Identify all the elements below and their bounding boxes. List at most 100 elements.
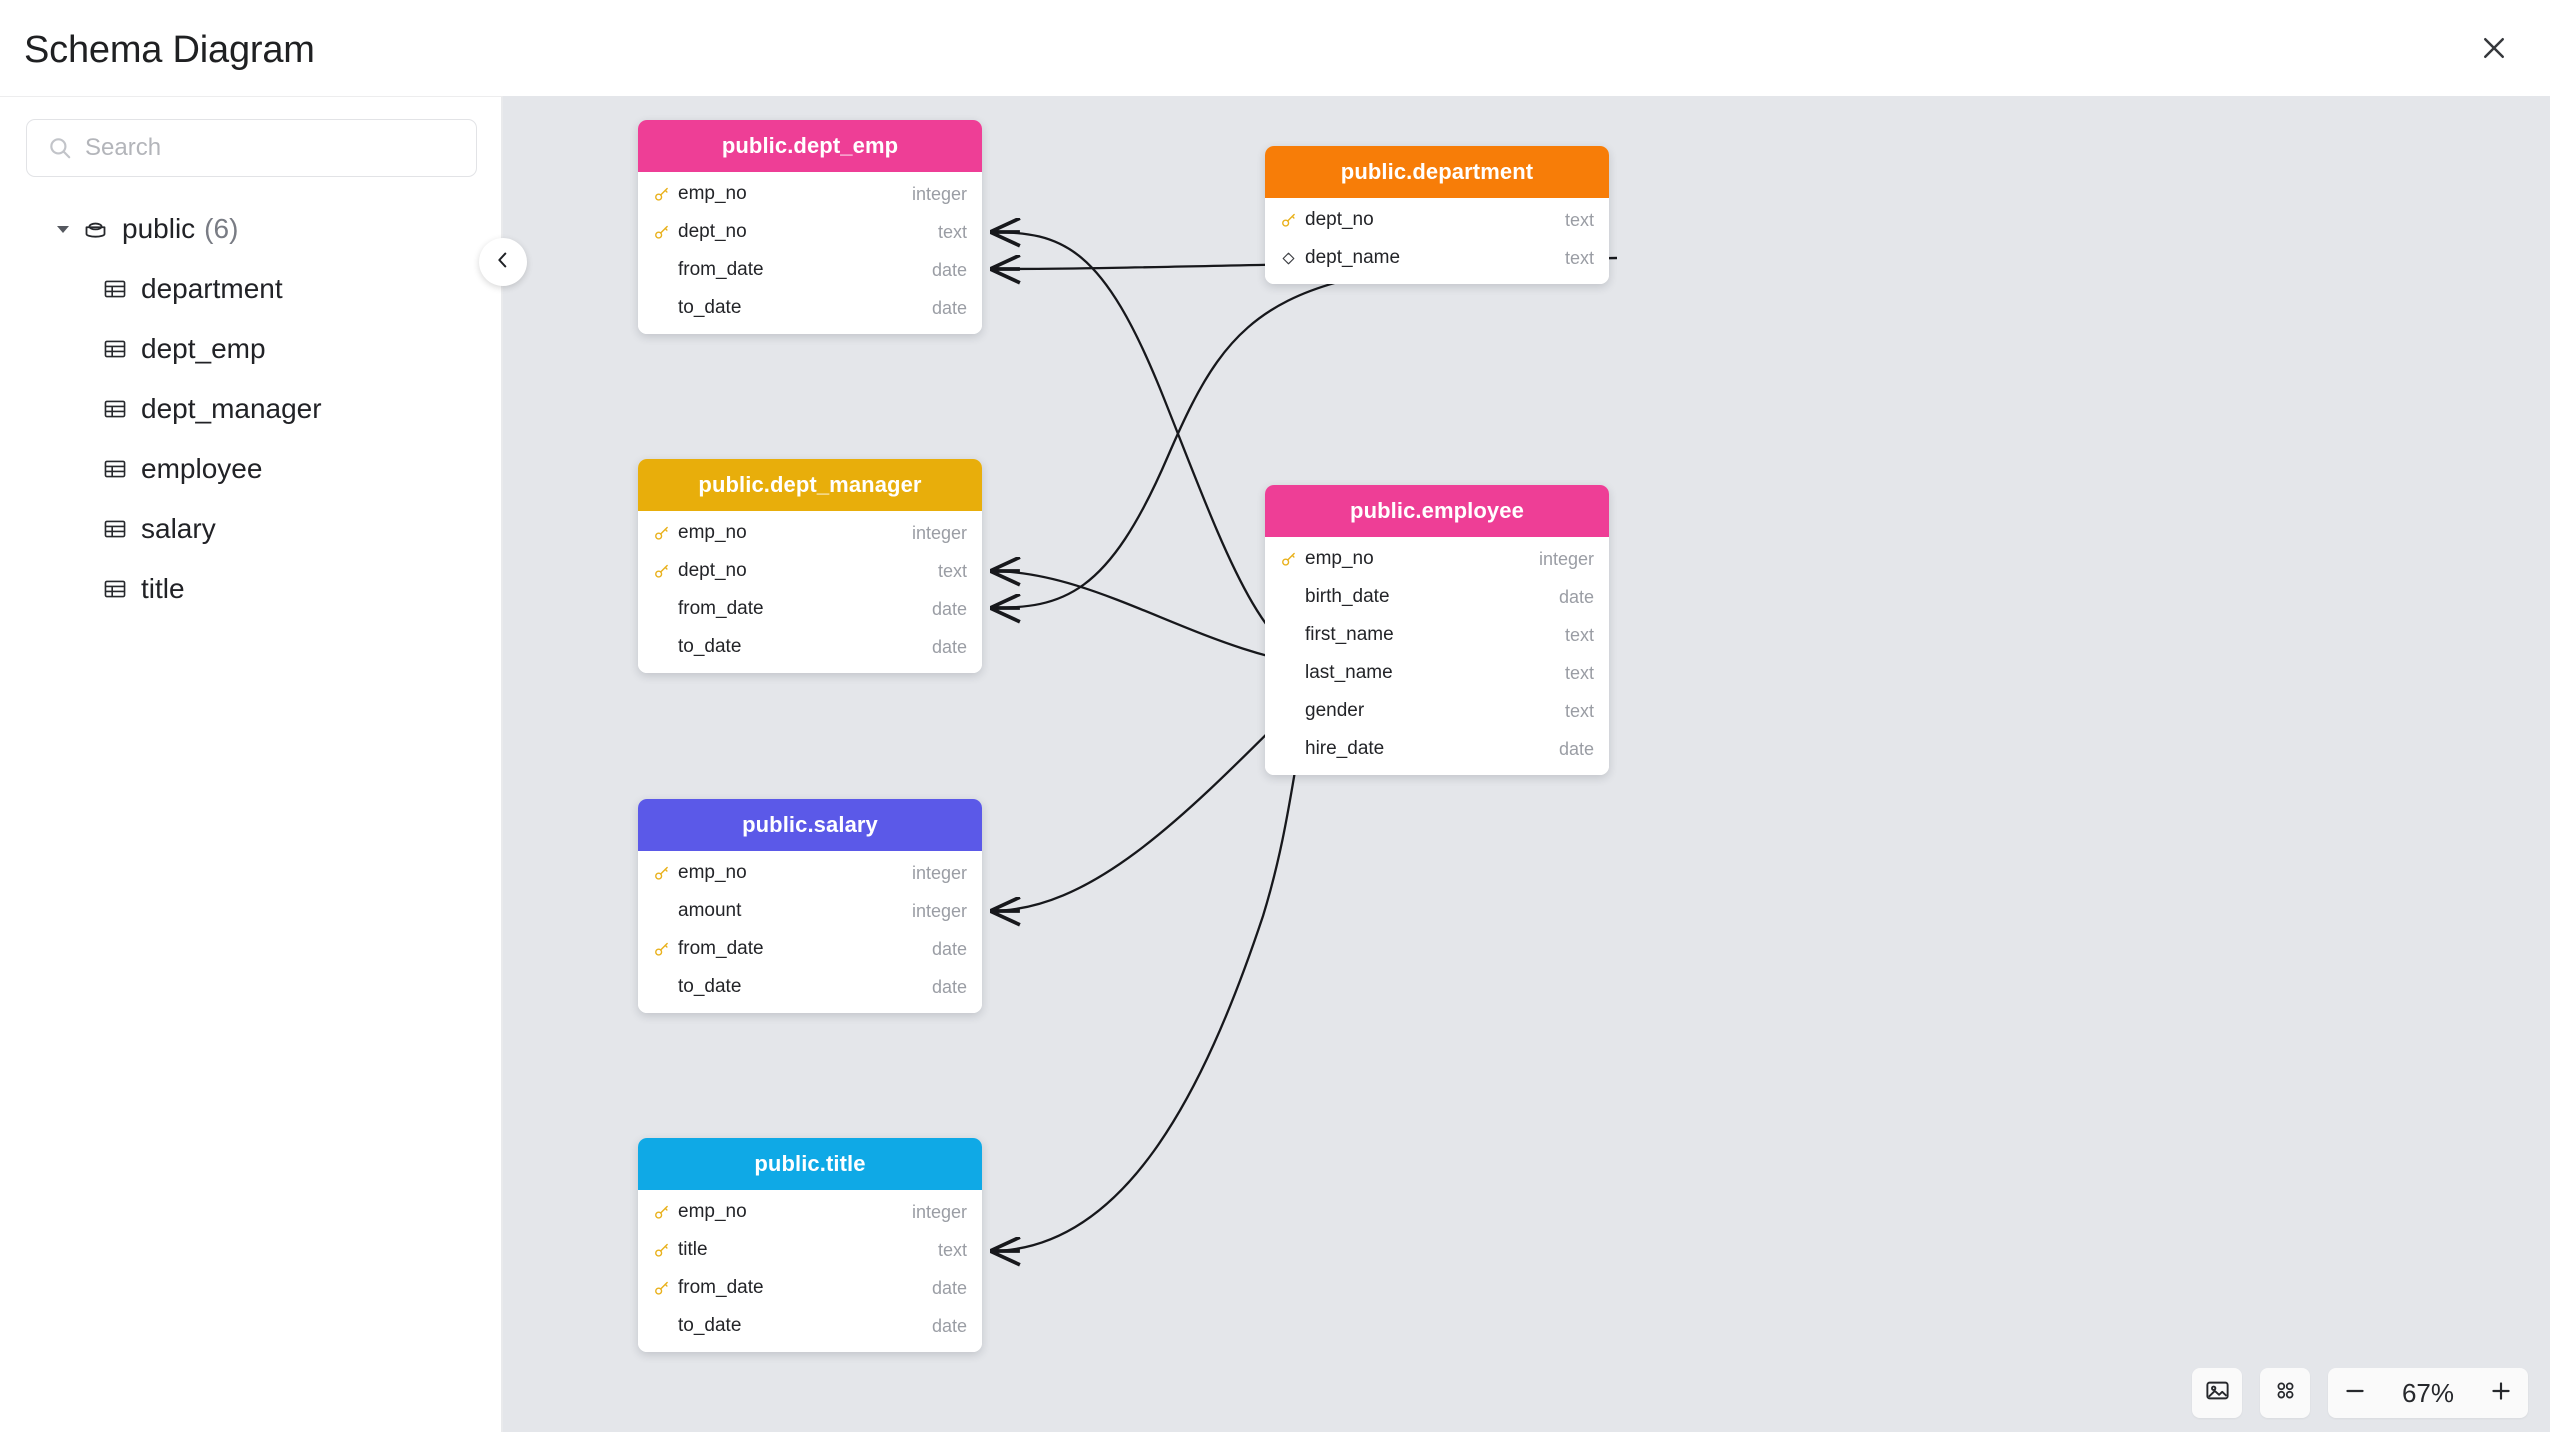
field-name: from_date xyxy=(678,598,764,619)
zoom-out-button[interactable] xyxy=(2328,1368,2382,1418)
field-type: integer xyxy=(911,522,967,543)
tree-item-schema-public[interactable]: public (6) xyxy=(52,199,475,259)
table-field-row[interactable]: hire_date date xyxy=(1265,730,1609,768)
field-name: emp_no xyxy=(678,183,747,204)
field-type: date xyxy=(931,636,967,657)
caret-down-icon[interactable] xyxy=(52,218,74,240)
table-field-row[interactable]: emp_no integer xyxy=(1265,540,1609,578)
field-name: emp_no xyxy=(1305,548,1374,569)
page-title: Schema Diagram xyxy=(24,29,315,71)
table-field-row[interactable]: from_date date xyxy=(638,590,982,628)
table-field-row[interactable]: to_date date xyxy=(638,628,982,666)
table-field-row[interactable]: last_name text xyxy=(1265,654,1609,692)
primary-key-icon xyxy=(650,525,672,542)
tree-item-table-salary[interactable]: salary xyxy=(102,499,475,559)
database-schema-icon xyxy=(82,216,109,243)
tree-item-label: dept_emp xyxy=(141,333,266,364)
field-type: date xyxy=(1558,738,1594,759)
primary-key-icon xyxy=(650,1280,672,1297)
schema-tree: public (6) department dept_emp dept_manage… xyxy=(26,199,475,619)
sidebar-collapse-button[interactable] xyxy=(479,238,527,286)
tree-item-table-dept_manager[interactable]: dept_manager xyxy=(102,379,475,439)
field-type: text xyxy=(1564,662,1594,683)
table-node-header: public.salary xyxy=(638,799,982,851)
table-field-row[interactable]: gender text xyxy=(1265,692,1609,730)
auto-layout-button[interactable] xyxy=(2260,1368,2310,1418)
schema-table-count: (6) xyxy=(204,213,239,244)
field-type: integer xyxy=(911,900,967,921)
zoom-level-label[interactable]: 67% xyxy=(2401,1377,2455,1408)
table-field-row[interactable]: birth_date date xyxy=(1265,578,1609,616)
close-button[interactable] xyxy=(2466,20,2522,76)
field-type: date xyxy=(931,598,967,619)
field-name: emp_no xyxy=(678,1201,747,1222)
zoom-controls: 67% xyxy=(2328,1368,2528,1418)
primary-key-icon xyxy=(650,865,672,882)
field-name: birth_date xyxy=(1305,586,1390,607)
tree-item-label: employee xyxy=(141,453,263,484)
export-image-button[interactable] xyxy=(2192,1368,2242,1418)
tree-item-label: title xyxy=(141,573,185,604)
tree-item-table-department[interactable]: department xyxy=(102,259,475,319)
table-icon xyxy=(102,456,128,482)
table-icon xyxy=(102,516,128,542)
field-name: dept_no xyxy=(1305,209,1374,230)
close-icon xyxy=(2479,33,2509,63)
plus-icon xyxy=(2488,1378,2514,1409)
tree-item-table-employee[interactable]: employee xyxy=(102,439,475,499)
table-icon xyxy=(102,336,128,362)
field-type: integer xyxy=(1538,548,1594,569)
field-type: date xyxy=(931,1315,967,1336)
field-name: last_name xyxy=(1305,662,1393,683)
minus-icon xyxy=(2342,1378,2368,1409)
field-name: hire_date xyxy=(1305,738,1385,759)
search-input[interactable] xyxy=(85,134,455,162)
zoom-in-button[interactable] xyxy=(2474,1368,2528,1418)
field-name: gender xyxy=(1305,700,1365,721)
field-type: text xyxy=(937,560,967,581)
primary-key-icon xyxy=(650,1242,672,1259)
search-icon xyxy=(47,135,73,161)
field-type: integer xyxy=(911,183,967,204)
field-type: date xyxy=(1558,586,1594,607)
field-type: text xyxy=(1564,700,1594,721)
field-type: date xyxy=(931,1277,967,1298)
tree-item-table-title[interactable]: title xyxy=(102,559,475,619)
field-name: emp_no xyxy=(678,862,747,883)
tree-item-table-dept_emp[interactable]: dept_emp xyxy=(102,319,475,379)
search-box[interactable] xyxy=(26,119,477,177)
field-name: to_date xyxy=(678,636,742,657)
primary-key-icon xyxy=(650,1204,672,1221)
window-titlebar: Schema Diagram xyxy=(0,0,2550,96)
grid-layout-icon xyxy=(2273,1378,2298,1408)
table-field-row[interactable]: emp_no integer xyxy=(638,175,982,213)
field-name: dept_name xyxy=(1305,247,1401,268)
